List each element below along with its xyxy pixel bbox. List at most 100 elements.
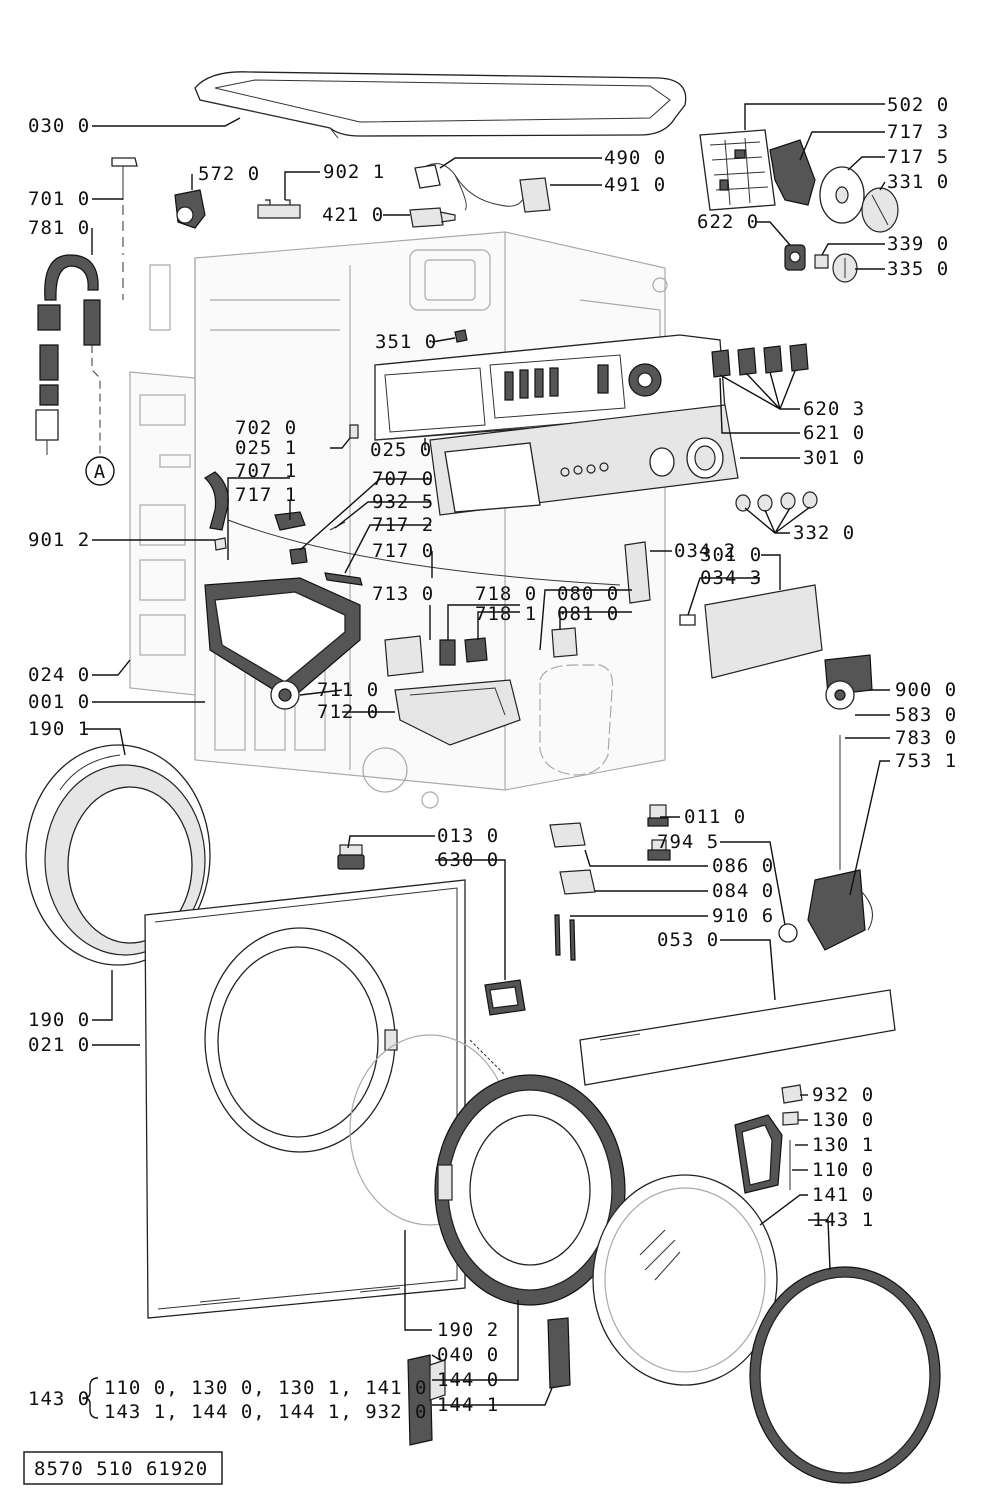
suppressor [414, 163, 551, 213]
label-630-0: 630 0 [437, 849, 499, 871]
label-190-0: 190 0 [28, 1009, 90, 1031]
program-knob [861, 187, 899, 233]
circuit-board [699, 129, 776, 211]
label-339-0: 339 0 [887, 233, 949, 255]
control-housing [374, 334, 726, 441]
label-144-0: 144 0 [437, 1369, 499, 1391]
label-331-0: 331 0 [887, 171, 949, 193]
label-900-0: 900 0 [895, 679, 957, 701]
label-718-0: 718 0 [475, 583, 537, 605]
label-701-0: 701 0 [28, 188, 90, 210]
label-717-5: 717 5 [887, 146, 949, 168]
label-572-0: 572 0 [198, 163, 260, 185]
label-053-0: 053 0 [657, 929, 719, 951]
detergent-pipe [227, 519, 621, 586]
label-502-0: 502 0 [887, 94, 949, 116]
label-130-0: 130 0 [812, 1109, 874, 1131]
label-753-1: 753 1 [895, 750, 957, 772]
label-040-0: 040 0 [437, 1344, 499, 1366]
front-panel [144, 879, 466, 1319]
temperature-knob [832, 253, 858, 283]
door-ring [749, 1266, 941, 1484]
label-030-0: 030 0 [28, 115, 90, 137]
label-130-1: 130 1 [812, 1134, 874, 1156]
label-717-2: 717 2 [372, 514, 434, 536]
label-301-0-drawer: 301 0 [700, 544, 762, 566]
label-141-0: 141 0 [812, 1184, 874, 1206]
label-902-1: 902 1 [323, 161, 385, 183]
door-glass [592, 1174, 778, 1386]
label-707-1: 707 1 [235, 460, 297, 482]
label-190-2: 190 2 [437, 1319, 499, 1341]
part-9012 [214, 537, 227, 551]
foot-0130 [337, 844, 365, 870]
label-702-0: 702 0 [235, 417, 297, 439]
door-lock [484, 979, 526, 1016]
drain-hose [35, 254, 101, 455]
label-901-2: 901 2 [28, 529, 90, 551]
part-7181 [464, 637, 488, 663]
program-dial [819, 166, 865, 224]
inlet-valve [409, 207, 456, 228]
pressure-switch-body [825, 680, 855, 710]
label-021-0: 021 0 [28, 1034, 90, 1056]
valve [174, 189, 206, 229]
bracket [257, 199, 301, 219]
kit-line-1: 110 0, 130 0, 130 1, 141 0 [104, 1377, 427, 1399]
label-190-1: 190 1 [28, 718, 90, 740]
label-143-1: 143 1 [812, 1209, 874, 1231]
part-illustrations: A [25, 71, 941, 1484]
label-034-3: 034 3 [700, 567, 762, 589]
label-707-0: 707 0 [372, 468, 434, 490]
button-caps [735, 491, 818, 512]
screws [554, 914, 576, 961]
label-025-1: 025 1 [235, 437, 297, 459]
label-712-0: 712 0 [317, 701, 379, 723]
door-frame [434, 1074, 626, 1306]
part-713 [384, 635, 424, 677]
label-932-5: 932 5 [372, 491, 434, 513]
bracket-0840 [559, 869, 596, 895]
label-034-2: 034 2 [674, 540, 736, 562]
label-718-1: 718 1 [475, 603, 537, 625]
label-332-0: 332 0 [793, 522, 855, 544]
door-gasket-frame [539, 664, 614, 776]
part-7172 [324, 572, 363, 586]
kit-brace [83, 1377, 99, 1419]
label-783-0: 783 0 [895, 727, 957, 749]
drain-pump [807, 869, 873, 951]
label-081-0: 081 0 [557, 603, 619, 625]
drawer-front [704, 584, 823, 679]
label-583-0: 583 0 [895, 704, 957, 726]
label-421-0: 421 0 [322, 204, 384, 226]
label-910-6: 910 6 [712, 905, 774, 927]
foot-0110 [647, 804, 669, 827]
push-buttons [711, 343, 809, 378]
bracket-0860 [549, 822, 586, 848]
label-621-0: 621 0 [803, 422, 865, 444]
foot-7945 [647, 839, 671, 861]
part-351 [454, 329, 468, 343]
label-025-0: 025 0 [370, 439, 432, 461]
label-110-0: 110 0 [812, 1159, 874, 1181]
hose-connector [204, 471, 229, 531]
label-622-0: 622 0 [697, 211, 759, 233]
label-932-0: 932 0 [812, 1084, 874, 1106]
switch-622 [784, 244, 806, 271]
knob-spindle [814, 254, 829, 269]
label-084-0: 084 0 [712, 880, 774, 902]
part-0810 [551, 627, 578, 658]
kit-line-2: 143 1, 144 0, 144 1, 932 0 [104, 1401, 427, 1423]
kit-code: 143 0 [28, 1388, 90, 1410]
part-025 [349, 424, 359, 439]
lower-plinth [579, 989, 896, 1086]
control-panel [429, 404, 739, 516]
label-013-0: 013 0 [437, 825, 499, 847]
label-001-0: 001 0 [28, 691, 90, 713]
label-717-3: 717 3 [887, 121, 949, 143]
part-707 [274, 511, 306, 531]
label-491-0: 491 0 [604, 174, 666, 196]
part-labels: 030 0 502 0 717 3 717 5 331 0 572 0 902 … [28, 94, 957, 1416]
label-620-3: 620 3 [803, 398, 865, 420]
reference-marker-a: A [85, 456, 115, 486]
